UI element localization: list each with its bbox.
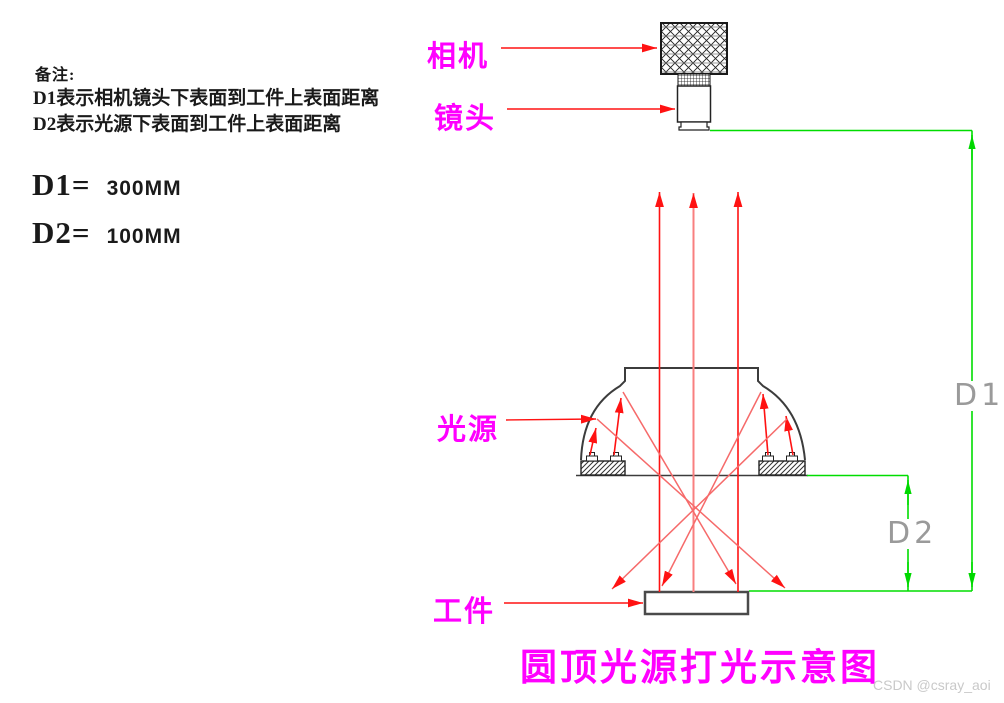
- camera-label: 相机: [427, 41, 490, 73]
- notes-line-d1: D1表示相机镜头下表面到工件上表面距离: [33, 88, 380, 109]
- d1-equation-label: D1=: [32, 167, 91, 202]
- csdn-watermark: CSDN @csray_aoi: [873, 677, 991, 693]
- led-mount-right-shape: [758, 460, 806, 476]
- label-leader-arrows: [501, 43, 675, 608]
- camera-body-shape: [660, 22, 728, 75]
- workpiece-shape: [643, 590, 750, 616]
- dimension-lines: [710, 129, 976, 592]
- d2-equation-value: 100MM: [106, 225, 182, 248]
- d2-equation-label: D2=: [32, 215, 91, 250]
- lens-body-shape: [676, 85, 712, 131]
- d1-distance-row: D1= 300MM: [32, 167, 182, 203]
- notes-title: 备注:: [35, 67, 76, 84]
- d2-distance-row: D2= 100MM: [32, 215, 182, 251]
- diffused-rays-down: [596, 391, 788, 590]
- d1-equation-value: 300MM: [106, 177, 182, 200]
- lens-mount-thread-shape: [677, 73, 711, 87]
- light-source-label: 光源: [437, 414, 500, 446]
- led-emitters: [586, 452, 798, 462]
- lens-label: 镜头: [434, 103, 497, 135]
- d1-dimension-label: D1: [951, 381, 1004, 411]
- workpiece-label: 工件: [433, 596, 496, 628]
- led-rays-to-dome: [588, 393, 794, 456]
- notes-line-d2: D2表示光源下表面到工件上表面距离: [33, 114, 342, 135]
- light-leader-arrow: [505, 414, 597, 424]
- d2-dimension-label: D2: [884, 519, 941, 549]
- led-mount-left-shape: [580, 460, 626, 476]
- diagram-caption: 圆顶光源打光示意图: [520, 648, 880, 689]
